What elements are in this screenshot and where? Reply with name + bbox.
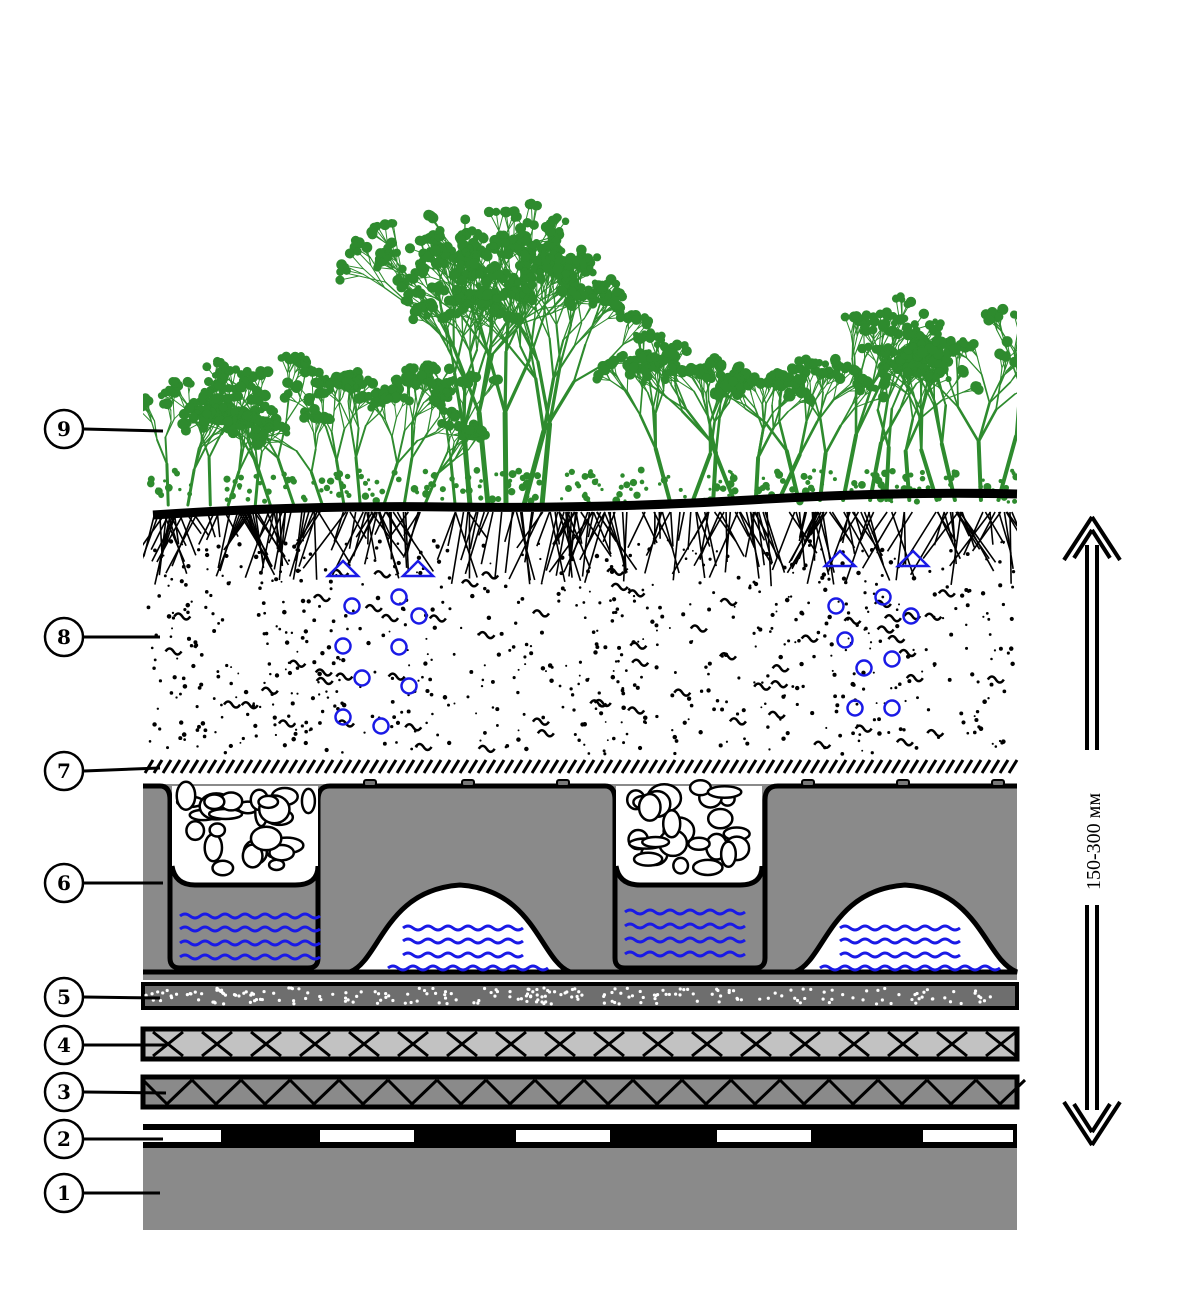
callout-2: 2: [43, 1118, 163, 1160]
callout-3: 3: [43, 1071, 167, 1113]
callout-7: 7: [43, 750, 161, 792]
layer-7-filter-fleece: [143, 759, 1019, 774]
callout-number: 9: [57, 417, 71, 441]
dimension-arrow: [1062, 515, 1122, 1147]
layer-5-fleece: [141, 982, 1019, 1010]
callout-number: 8: [57, 625, 71, 649]
callout-number: 6: [57, 871, 71, 895]
callout-6: 6: [43, 862, 163, 904]
layer-1-base-slab: [143, 1148, 1017, 1230]
callout-5: 5: [43, 976, 161, 1018]
layer-6-drainage-element: [143, 779, 1019, 980]
layer-9-vegetation: [143, 198, 1017, 508]
dimension-label: 150-300 мм: [1083, 793, 1105, 890]
layer-4-protection-mat: [140, 1026, 1020, 1062]
callout-number: 3: [57, 1080, 71, 1104]
callout-8: 8: [43, 616, 160, 658]
callout-number: 2: [57, 1127, 71, 1151]
layer-2-waterproofing: [143, 1124, 1017, 1148]
callout-9: 9: [43, 408, 164, 450]
callout-number: 7: [57, 759, 71, 783]
dome-right: [793, 882, 1019, 975]
layer-8-substrate: [143, 510, 1017, 758]
callout-number: 1: [57, 1181, 71, 1205]
layer-3-root-barrier: [140, 1074, 1027, 1110]
callout-number: 4: [57, 1033, 71, 1057]
soil-surface-line: [152, 488, 1018, 520]
callout-1: 1: [43, 1172, 160, 1214]
callout-number: 5: [57, 985, 71, 1009]
callout-4: 4: [43, 1024, 166, 1066]
